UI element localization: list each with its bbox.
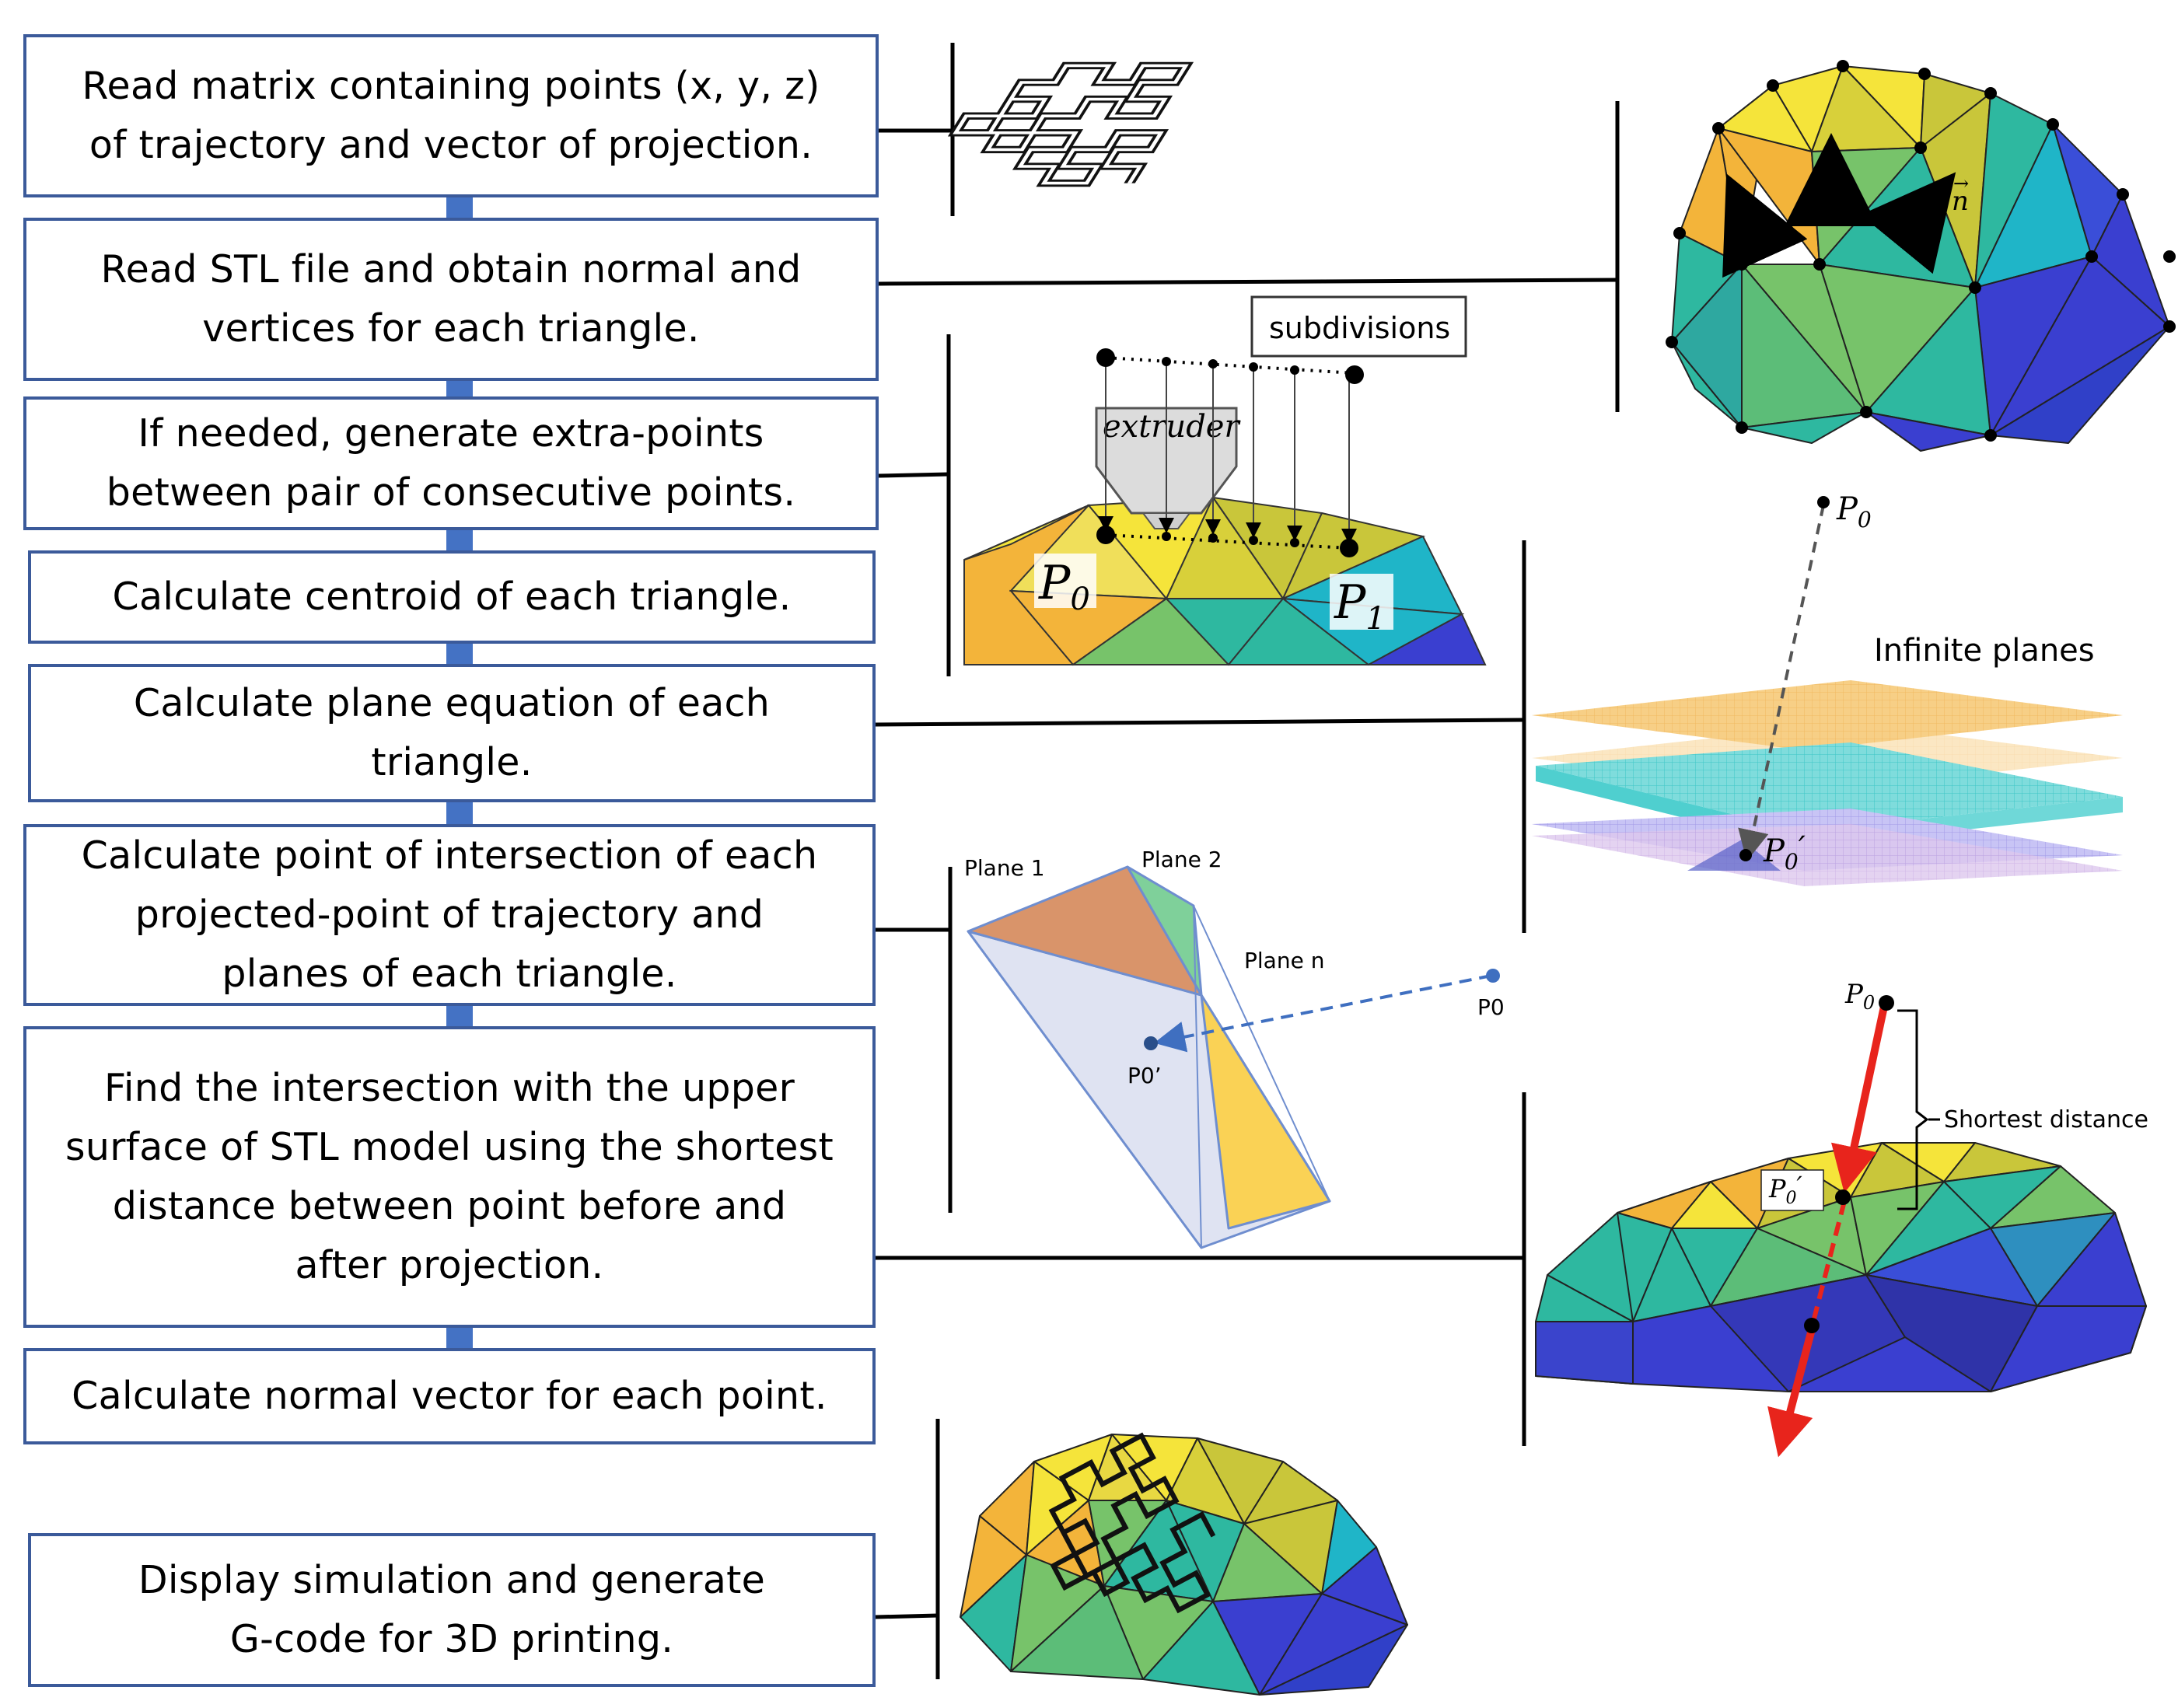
normal-vector-mark: → [1953,173,1969,194]
dome-normals-vertices [1666,60,2176,442]
step-extra-points-text: If needed, generate extra-points between… [106,411,796,515]
subdivisions-label: subdivisions [1269,311,1450,345]
step-read-stl-text: Read STL file and obtain normal and vert… [100,247,802,351]
shortest-bracket [1897,1009,1929,1210]
step-normal-vector: Calculate normal vector for each point. [23,1348,876,1444]
normal-label: n [1952,186,1969,217]
p0prime-label-bg [1760,1169,1824,1211]
step-display-gcode-text: Display simulation and generate G-code f… [138,1558,766,1661]
final-dome [960,1434,1408,1696]
flow-connector-3 [446,529,473,552]
p1-label-bg [1330,574,1393,630]
shortest-p0-label: P0 [1844,979,1875,1014]
flow-connector-7 [446,1326,473,1350]
subdivisions-box [1250,295,1467,358]
planes-p0-sub: 0 [1858,507,1872,533]
shortest-distance-label: Shortest distance [1944,1106,2148,1133]
step-upper-surface: Find the intersection with the upper sur… [23,1026,876,1328]
shortest-distance-dome [1535,1142,2147,1392]
plane2-label: Plane 2 [1141,847,1222,872]
subdivision-points [1096,348,1364,557]
extruder-label: extruder [1103,409,1241,445]
p0-label-bg [1034,554,1096,608]
step-intersection: Calculate point of intersection of each … [23,824,876,1006]
intersection-p0-label: P0 [1477,994,1505,1020]
plane1-label: Plane 1 [964,855,1045,881]
planes-p0-letter: P [1836,491,1858,527]
shortest-p0prime-sub: 0 [1786,1189,1797,1208]
subdivision-p0-sub: 0 [1070,582,1089,617]
step-display-gcode: Display simulation and generate G-code f… [28,1533,876,1687]
infinite-planes-title: Infinite planes [1874,633,2095,669]
step-plane-equation: Calculate plane equation of each triangl… [28,664,876,802]
step-read-trajectory: Read matrix containing points (x, y, z) … [23,34,879,197]
shortest-red-arrow-bottom [1767,1328,1816,1458]
flow-connector-6 [446,1004,473,1028]
shortest-p0-sub: 0 [1863,992,1875,1014]
trajectory-path [947,61,1194,187]
planes-p0prime-mark: ′ [1799,830,1806,866]
shortest-p0-letter: P [1844,979,1864,1010]
step-read-stl: Read STL file and obtain normal and vert… [23,218,879,381]
flow-connector-2 [446,379,473,398]
final-trajectory-path [1048,1432,1216,1614]
planes-projection-line [1738,505,1825,861]
subdivision-p1-label: P1 [1334,575,1386,637]
subdivision-p0-label: P0 [1038,556,1090,617]
shortest-p0prime-mark: ′ [1797,1171,1803,1200]
infinite-planes [1532,680,2123,886]
subdivision-p1-sub: 1 [1365,601,1385,637]
flow-connector-1 [446,196,473,219]
planes-p0prime-label: P0′ [1763,830,1806,875]
planes-p0prime-sub: 0 [1785,849,1799,875]
intersection-p0prime-label: P0’ [1127,1063,1162,1088]
step-read-trajectory-text: Read matrix containing points (x, y, z) … [82,64,820,167]
step-upper-surface-text: Find the intersection with the upper sur… [65,1066,834,1287]
shortest-p0prime-label: P0′ [1768,1171,1803,1208]
planen-label: Plane n [1244,948,1324,973]
intersection-projection-line [1154,974,1492,1053]
planes-p0-label: P0 [1836,491,1872,533]
planes-intersection [967,865,1331,1249]
flow-connector-4 [446,642,473,665]
step-plane-equation-text: Calculate plane equation of each triangl… [133,681,771,784]
shortest-red-arrow-top [1831,1001,1889,1193]
step-intersection-text: Calculate point of intersection of each … [81,833,818,996]
subdivision-p1-letter: P [1334,575,1367,630]
step-centroid: Calculate centroid of each triangle. [28,550,876,644]
step-extra-points: If needed, generate extra-points between… [23,396,879,530]
step-centroid-text: Calculate centroid of each triangle. [112,575,792,619]
shortest-p0prime-letter: P [1768,1174,1786,1203]
normal-arrow-icon [1722,133,1956,278]
step-normal-vector-text: Calculate normal vector for each point. [72,1374,827,1418]
subdivision-p0-letter: P [1038,556,1072,610]
flow-connector-5 [446,801,473,826]
planes-p0prime-letter: P [1763,833,1785,869]
